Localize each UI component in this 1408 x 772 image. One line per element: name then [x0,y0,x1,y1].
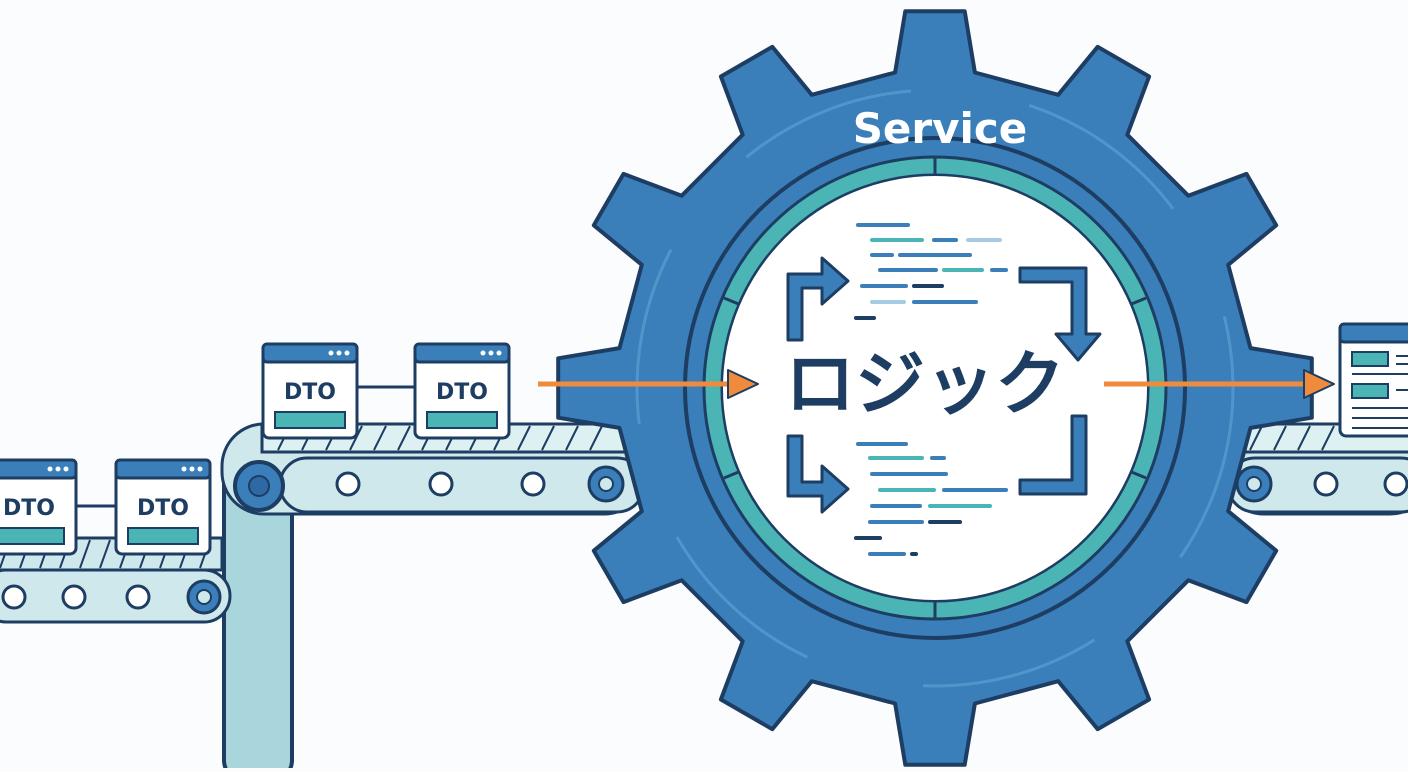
dto-box-upper-right: DTO [413,342,511,440]
dto-box-lower-left: DTO [0,458,78,556]
arrow-bottom-left-icon [786,434,850,514]
arrow-top-left-icon [786,256,850,342]
output-document [1338,322,1408,438]
arrow-top-right-icon [1018,266,1102,362]
post-pulley-hub [248,475,270,497]
service-label: Service [853,104,1028,153]
logic-label: ロジック [785,343,1065,425]
output-arrow-icon [1104,369,1335,399]
code-lines-top [854,223,1008,320]
dto-label: DTO [436,380,488,405]
dto-box-lower-right: DTO [114,458,212,556]
code-lines-bottom [854,442,1008,556]
flow-arrows [786,256,1102,514]
dto-label: DTO [284,380,336,405]
bracket-bottom-right-icon [1018,414,1088,496]
dto-boxes: DTO DTO DTO DTO [0,342,511,556]
gear-inner-dark-ring [683,136,1187,640]
input-arrow-icon [538,369,759,399]
dto-label: DTO [137,496,189,521]
dto-label: DTO [3,496,55,521]
dto-box-upper-left: DTO [261,342,359,440]
